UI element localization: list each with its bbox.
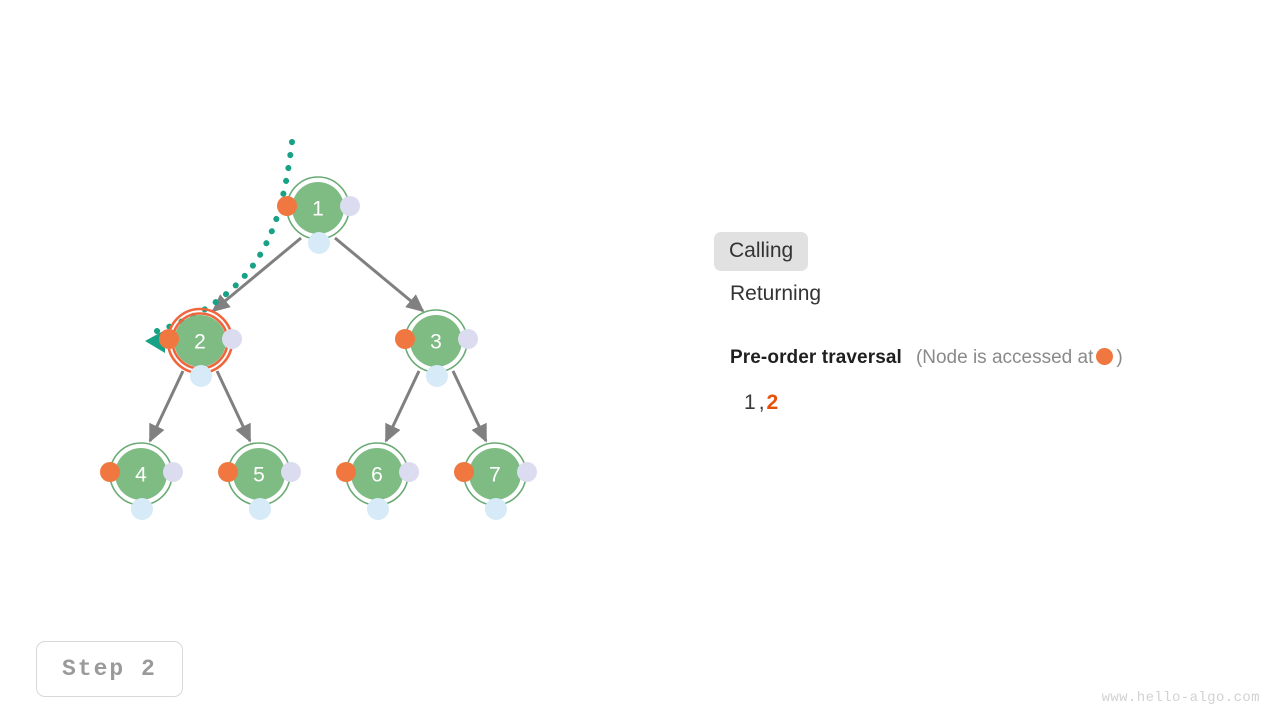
tree-node-2[interactable]: 2 (159, 307, 242, 387)
node-value-label: 2 (194, 331, 206, 354)
traversal-title: Pre-order traversal (730, 347, 902, 369)
tree-node-5[interactable]: 5 (218, 442, 301, 520)
post-order-dot (399, 462, 419, 482)
post-order-dot (458, 329, 478, 349)
edge-3-6 (384, 370, 421, 443)
node-body (351, 448, 403, 500)
state-row-calling: Calling (714, 232, 1254, 272)
in-order-dot (131, 498, 153, 520)
node-body (174, 315, 226, 367)
pre-order-dot (395, 329, 415, 349)
traversal-sequence: 1,2 (714, 391, 1254, 415)
node-value-label: 1 (312, 198, 324, 221)
pre-order-dot (277, 196, 297, 216)
edge-1-3 (334, 236, 425, 313)
in-order-dot (308, 232, 330, 254)
pre-order-dot (454, 462, 474, 482)
legend-panel: Calling Returning Pre-order traversal (No… (714, 232, 1254, 415)
pre-order-dot (100, 462, 120, 482)
in-order-dot (190, 365, 212, 387)
node-value-label: 4 (135, 464, 147, 487)
step-badge: Step 2 (36, 641, 183, 697)
sequence-item-1: 1 (744, 391, 756, 415)
in-order-dot (485, 498, 507, 520)
node-body (233, 448, 285, 500)
tree-node-3[interactable]: 3 (395, 309, 478, 387)
node-body (115, 448, 167, 500)
watermark: www.hello-algo.com (1101, 690, 1260, 706)
post-order-dot (517, 462, 537, 482)
in-order-dot (426, 365, 448, 387)
tree-node-7[interactable]: 7 (454, 442, 537, 520)
tree-canvas: 1 2 3 4 (100, 139, 537, 520)
node-value-label: 6 (371, 464, 383, 487)
node-body (292, 182, 344, 234)
tree-node-6[interactable]: 6 (336, 442, 419, 520)
node-body (410, 315, 462, 367)
traversal-note-close: ) (1116, 347, 1123, 369)
in-order-dot (367, 498, 389, 520)
edge-3-7 (451, 370, 488, 443)
sequence-item-2: 2 (766, 391, 779, 415)
pre-order-dot (159, 329, 179, 349)
traversal-note-open: (Node is accessed at (915, 347, 1094, 369)
node-value-label: 7 (489, 464, 501, 487)
edge-2-4 (148, 370, 185, 443)
state-badge-calling[interactable]: Calling (714, 232, 809, 272)
node-value-label: 5 (253, 464, 265, 487)
traversal-description: Pre-order traversal (Node is accessed at) (714, 347, 1254, 369)
binary-tree-diagram: 1 2 3 4 (0, 0, 660, 600)
state-label-returning[interactable]: Returning (730, 282, 822, 306)
edge-2-5 (215, 370, 252, 443)
in-order-dot (249, 498, 271, 520)
post-order-dot (163, 462, 183, 482)
tree-node-1[interactable]: 1 (277, 176, 360, 254)
tree-edges (148, 236, 488, 443)
pre-order-dot (336, 462, 356, 482)
tree-node-4[interactable]: 4 (100, 442, 183, 520)
pre-order-dot (218, 462, 238, 482)
sequence-separator: , (758, 391, 765, 415)
node-body (469, 448, 521, 500)
post-order-dot (222, 329, 242, 349)
edge-1-2 (211, 236, 302, 313)
access-marker-dot-icon (1096, 348, 1114, 366)
post-order-dot (281, 462, 301, 482)
node-value-label: 3 (430, 331, 442, 354)
post-order-dot (340, 196, 360, 216)
